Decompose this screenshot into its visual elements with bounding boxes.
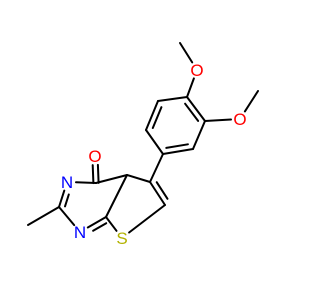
- atom-label-o2: O: [233, 110, 246, 129]
- atom-label-o3: O: [88, 147, 101, 166]
- bond-c3-c4-a: [162, 148, 194, 155]
- atom-label-n1: N: [74, 223, 86, 242]
- bond-layer: [27, 42, 259, 234]
- bond-me1-o1: [179, 42, 194, 64]
- bond-c7-c8-a: [149, 181, 166, 206]
- bond-c2-o2: [204, 118, 232, 122]
- bond-c4-c7: [149, 153, 164, 183]
- canvas-background: [0, 0, 300, 300]
- bond-n3-c2p-b: [64, 193, 70, 208]
- bond-o2-me2: [243, 90, 259, 113]
- bond-c4k-o3-a: [96, 163, 100, 184]
- bond-n3-c2p-a: [58, 189, 66, 208]
- bond-c2p-me3: [27, 206, 60, 226]
- bond-o1-c1: [186, 77, 195, 98]
- bond-c5-c6-a: [145, 100, 159, 131]
- bond-s1-c8: [128, 204, 166, 234]
- bond-c4a-c4k: [95, 174, 128, 184]
- bond-c3-c4-b: [165, 143, 189, 149]
- bond-c2-c3: [192, 120, 206, 150]
- bond-c1-c2-a: [186, 96, 206, 122]
- bond-c7-c8-b: [155, 181, 169, 200]
- atom-label-s1: S: [116, 229, 127, 248]
- bond-c4-c5: [145, 129, 164, 155]
- bond-c4k-n3: [75, 181, 97, 184]
- bond-c7-c4a: [126, 174, 151, 183]
- atom-label-n3: N: [61, 173, 73, 192]
- bond-c1-c2-b: [184, 102, 200, 122]
- bond-c7a-s1: [105, 216, 118, 232]
- bond-c2p-n1: [58, 206, 76, 227]
- bond-n1-c7a-b: [92, 222, 108, 232]
- bond-c5-c6-b: [151, 106, 163, 129]
- bond-c7a-c4a: [105, 174, 128, 218]
- bond-c4k-o3-b: [91, 164, 95, 185]
- bond-c6-c1: [157, 96, 188, 102]
- bond-n1-c7a-a: [86, 216, 107, 229]
- atom-label-o1: O: [190, 61, 203, 80]
